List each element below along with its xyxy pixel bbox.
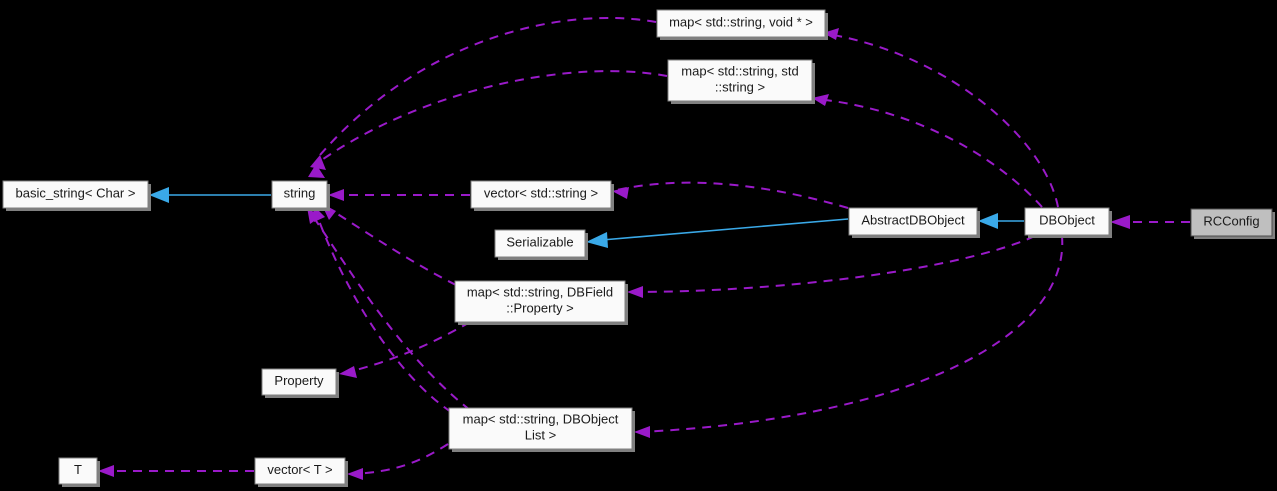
node-box[interactable] xyxy=(470,180,612,209)
edge-dbobject-to-map-string-string xyxy=(812,94,1043,208)
node-box[interactable] xyxy=(271,180,328,209)
node-label: map< std::string, DBField::Property > xyxy=(467,285,613,316)
node-label: Serializable xyxy=(506,235,573,250)
edge-vector-t-to-t xyxy=(98,465,254,477)
node-basic_string[interactable]: basic_string< Char > xyxy=(2,180,151,211)
node-vector_string[interactable]: vector< std::string > xyxy=(470,180,614,211)
node-serializable[interactable]: Serializable xyxy=(494,229,588,260)
node-label: basic_string< Char > xyxy=(16,186,136,201)
node-box[interactable] xyxy=(1024,207,1110,236)
node-dbobject[interactable]: DBObject xyxy=(1024,207,1112,238)
node-box[interactable] xyxy=(656,9,826,38)
node-label: vector< std::string > xyxy=(484,186,598,201)
edge-layer xyxy=(98,16,1190,480)
node-label: vector< T > xyxy=(267,462,332,477)
edge-abstractdbobject-to-serializable xyxy=(586,218,849,248)
node-vector_t[interactable]: vector< T > xyxy=(254,457,348,487)
node-box[interactable] xyxy=(254,457,346,485)
node-label: map< std::string, std::string > xyxy=(681,64,798,95)
node-string[interactable]: string xyxy=(271,180,330,211)
node-label: RCConfig xyxy=(1203,214,1259,229)
node-label: DBObject xyxy=(1039,213,1095,228)
node-map_string_voidptr[interactable]: map< std::string, void * > xyxy=(656,9,828,40)
edge-map-string-dbfield-to-property xyxy=(339,321,471,378)
node-box[interactable] xyxy=(261,368,337,396)
node-box[interactable] xyxy=(848,207,978,236)
edge-dbobject-to-abstractdbobject xyxy=(978,213,1024,229)
node-box[interactable] xyxy=(448,407,633,450)
edge-string-to-basic-string xyxy=(149,187,271,203)
edge-dbobject-to-map-string-voidptr xyxy=(823,28,1059,208)
edge-map-string-voidptr-to-string xyxy=(310,16,657,170)
edge-map-string-dbobjlist-to-string-alt xyxy=(307,207,471,411)
node-map_string_string[interactable]: map< std::string, std::string > xyxy=(667,59,815,104)
node-property[interactable]: Property xyxy=(261,368,339,398)
edge-abstractdbobject-to-vector-string xyxy=(612,181,849,209)
edge-map-string-dbobjlist-to-vector-t xyxy=(347,443,449,480)
node-box[interactable] xyxy=(494,229,586,258)
node-label: Property xyxy=(274,373,324,388)
node-box[interactable] xyxy=(454,280,626,323)
edge-rcconfig-to-dbobject xyxy=(1110,215,1190,229)
node-box[interactable] xyxy=(58,457,98,485)
edge-vector-string-to-string xyxy=(328,189,470,201)
node-label: AbstractDBObject xyxy=(861,213,965,228)
edge-dbobject-to-map-string-dbfield xyxy=(627,235,1036,298)
edge-dbobject-to-map-string-dbobjlist xyxy=(634,235,1064,438)
node-rcconfig[interactable]: RCConfig xyxy=(1190,208,1275,239)
node-box[interactable] xyxy=(667,59,813,102)
node-t_type[interactable]: T xyxy=(58,457,100,487)
node-box[interactable] xyxy=(2,180,149,209)
node-label: T xyxy=(74,462,82,477)
node-map_string_dbfield[interactable]: map< std::string, DBField::Property > xyxy=(454,280,628,325)
edge-map-string-string-to-string xyxy=(308,70,668,178)
node-abstractdbobject[interactable]: AbstractDBObject xyxy=(848,207,980,238)
node-label: map< std::string, void * > xyxy=(669,15,813,30)
node-box[interactable] xyxy=(1190,208,1273,237)
node-label: string xyxy=(284,186,316,201)
